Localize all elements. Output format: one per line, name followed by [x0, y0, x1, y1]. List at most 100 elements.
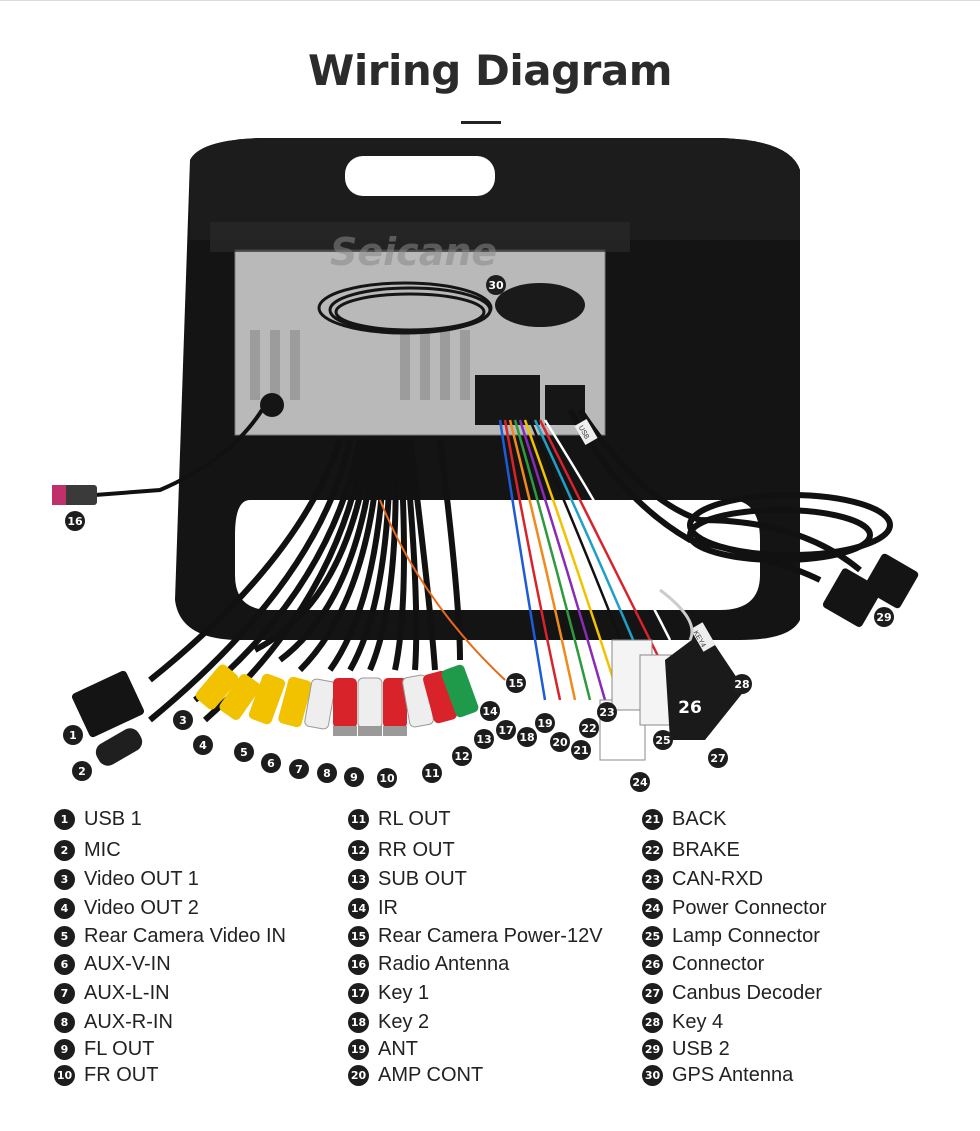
- legend-number-badge: 14: [348, 898, 369, 919]
- legend-number-badge: 6: [54, 954, 75, 975]
- legend-number-badge: 15: [348, 926, 369, 947]
- legend-label: MIC: [84, 839, 121, 861]
- legend-label: GPS Antenna: [672, 1064, 794, 1086]
- svg-text:9: 9: [350, 771, 358, 784]
- legend-item: 4 Video OUT 2: [54, 897, 199, 920]
- legend-item: 11 RL OUT: [348, 808, 451, 831]
- legend-item: 21 BACK: [642, 808, 726, 831]
- legend-label: AUX-L-IN: [84, 982, 170, 1004]
- gps-antenna-puck: [495, 283, 585, 327]
- legend-number-badge: 20: [348, 1065, 369, 1086]
- svg-text:20: 20: [552, 736, 568, 749]
- svg-text:16: 16: [67, 515, 83, 528]
- svg-text:22: 22: [581, 722, 596, 735]
- legend-label: AUX-V-IN: [84, 953, 171, 975]
- legend-item: 1 USB 1: [54, 808, 142, 831]
- legend-item: 16 Radio Antenna: [348, 953, 509, 976]
- legend-item: 6 AUX-V-IN: [54, 953, 171, 976]
- svg-text:11: 11: [424, 767, 439, 780]
- svg-text:27: 27: [710, 752, 725, 765]
- legend-number-badge: 28: [642, 1012, 663, 1033]
- legend-number-badge: 16: [348, 954, 369, 975]
- legend-number-badge: 23: [642, 869, 663, 890]
- legend-label: RL OUT: [378, 808, 451, 830]
- legend-label: Video OUT 1: [84, 868, 199, 890]
- legend-number-badge: 17: [348, 983, 369, 1004]
- legend-number-badge: 27: [642, 983, 663, 1004]
- svg-text:29: 29: [876, 611, 891, 624]
- legend-item: 18 Key 2: [348, 1011, 429, 1034]
- title-underline: [461, 121, 501, 124]
- legend-label: AUX-R-IN: [84, 1011, 173, 1033]
- legend-label: BACK: [672, 808, 727, 830]
- usb1-plug: [71, 670, 145, 738]
- svg-text:8: 8: [323, 767, 331, 780]
- svg-text:6: 6: [267, 757, 275, 770]
- legend-number-badge: 24: [642, 898, 663, 919]
- svg-text:26: 26: [678, 698, 702, 718]
- svg-text:25: 25: [655, 734, 670, 747]
- legend-item: 14 IR: [348, 897, 398, 920]
- legend-item: 30 GPS Antenna: [642, 1064, 793, 1087]
- legend-number-badge: 8: [54, 1012, 75, 1033]
- legend-item: 7 AUX-L-IN: [54, 982, 170, 1005]
- legend-label: Key 2: [378, 1011, 430, 1033]
- legend-number-badge: 21: [642, 809, 663, 830]
- svg-text:17: 17: [498, 724, 513, 737]
- svg-text:13: 13: [476, 733, 491, 746]
- svg-text:18: 18: [519, 731, 534, 744]
- canbus-decoder: [665, 630, 745, 740]
- legend-label: Radio Antenna: [378, 953, 510, 975]
- legend-label: IR: [378, 897, 398, 919]
- legend-label: Lamp Connector: [672, 925, 820, 947]
- legend-number-badge: 19: [348, 1039, 369, 1060]
- legend-number-badge: 22: [642, 840, 663, 861]
- legend-label: USB 1: [84, 808, 142, 830]
- legend-label: FL OUT: [84, 1038, 155, 1060]
- svg-text:30: 30: [488, 279, 504, 292]
- svg-text:5: 5: [240, 746, 248, 759]
- svg-text:23: 23: [599, 706, 614, 719]
- legend-number-badge: 1: [54, 809, 75, 830]
- svg-text:14: 14: [482, 705, 498, 718]
- legend-label: Connector: [672, 953, 765, 975]
- legend-number-badge: 25: [642, 926, 663, 947]
- legend-label: AMP CONT: [378, 1064, 484, 1086]
- legend-number-badge: 5: [54, 926, 75, 947]
- page-title: Wiring Diagram: [308, 46, 672, 95]
- legend-number-badge: 12: [348, 840, 369, 861]
- svg-text:10: 10: [379, 772, 395, 785]
- callout-markers: 1 2 3 4 5 6 7 8 9 10 11 12 13 14 15 16 1…: [63, 275, 894, 792]
- bezel-handle-slot: [345, 156, 495, 196]
- legend-label: Video OUT 2: [84, 897, 199, 919]
- usb2-plug-b: [863, 553, 919, 609]
- legend-number-badge: 30: [642, 1065, 663, 1086]
- brand-watermark: Seicane: [330, 230, 497, 274]
- legend-number-badge: 9: [54, 1039, 75, 1060]
- svg-text:3: 3: [179, 714, 187, 727]
- legend-number-badge: 11: [348, 809, 369, 830]
- legend-item: 20 AMP CONT: [348, 1064, 483, 1087]
- svg-text:24: 24: [632, 776, 648, 789]
- legend-number-badge: 29: [642, 1039, 663, 1060]
- legend-number-badge: 18: [348, 1012, 369, 1033]
- svg-text:28: 28: [734, 678, 749, 691]
- legend-item: 2 MIC: [54, 839, 121, 862]
- legend-number-badge: 4: [54, 898, 75, 919]
- legend-number-badge: 2: [54, 840, 75, 861]
- svg-text:2: 2: [78, 765, 86, 778]
- legend-number-badge: 7: [54, 983, 75, 1004]
- legend-item: 8 AUX-R-IN: [54, 1011, 173, 1034]
- legend-number-badge: 13: [348, 869, 369, 890]
